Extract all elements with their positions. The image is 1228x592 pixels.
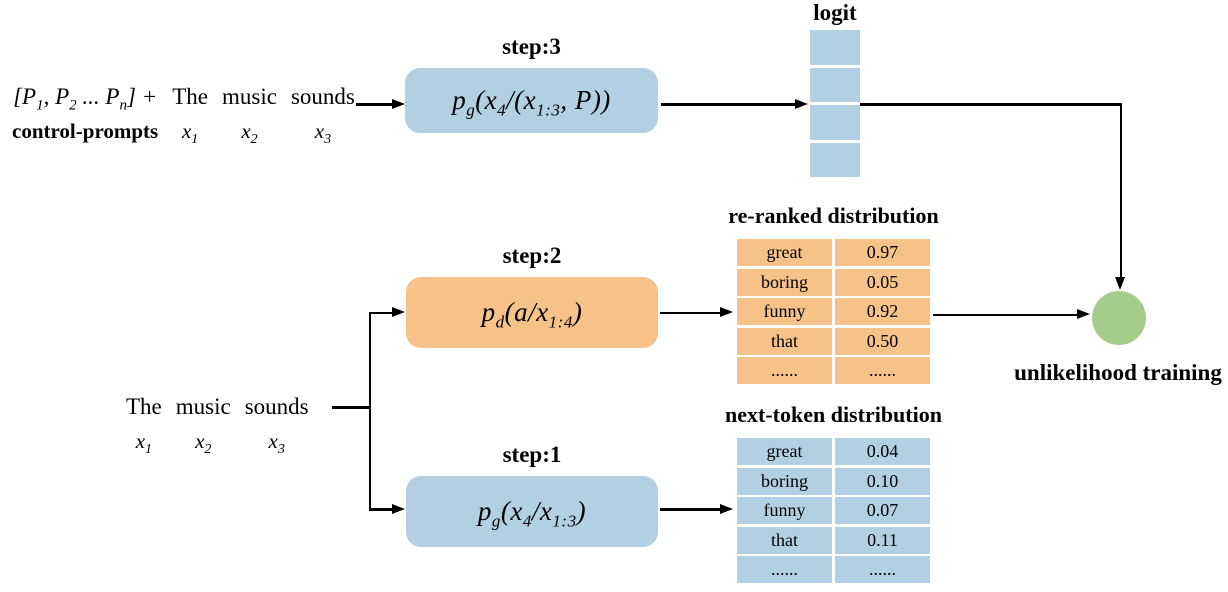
connector-branch-to-step2 <box>368 311 394 314</box>
arrowhead-step2-to-reranked <box>720 307 733 317</box>
logit-label: logit <box>813 0 857 25</box>
word-sounds: sounds <box>290 84 355 109</box>
table-cell-value: 0.10 <box>835 467 930 495</box>
table-cell-value: 0.07 <box>835 497 930 524</box>
word-music: music <box>175 394 231 419</box>
table-cell-value: 0.04 <box>835 438 930 465</box>
arrowhead-branch-to-step1 <box>392 503 405 514</box>
table-cell-value: 0.11 <box>835 526 930 554</box>
table-cell-token: that <box>737 526 832 554</box>
table-cell-value: ...... <box>835 556 930 583</box>
step3-label: step:3 <box>502 34 561 59</box>
connector-step3-to-logit <box>661 103 796 106</box>
unlikelihood-training-node <box>1092 291 1146 345</box>
step2-box: pd(a/x1:4) <box>406 277 658 348</box>
word-music: music <box>222 84 277 109</box>
word-sounds: sounds <box>244 394 309 419</box>
table-cell-token: that <box>737 327 832 355</box>
step1-label: step:1 <box>502 442 562 467</box>
logit-cell <box>810 30 860 65</box>
table-cell-token: funny <box>737 298 832 325</box>
step3-box: pg(x4/(x1:3, P)) <box>405 68 658 133</box>
step3-formula: pg(x4/(x1:3, P)) <box>452 85 611 120</box>
table-cell-token: great <box>737 438 832 465</box>
reranked-table: great 0.97 boring 0.05 funny 0.92 that 0… <box>737 239 930 384</box>
step1-formula: pg(x4/x1:3) <box>477 496 587 531</box>
control-prompt-sequence: [P1, P2 ... Pn] + <box>13 84 158 114</box>
arrowhead-step3-to-logit <box>795 98 808 109</box>
top-input-block: [P1, P2 ... Pn] + The music sounds contr… <box>12 84 355 148</box>
token-x2: x2 <box>241 119 258 148</box>
arrowhead-input-to-step3 <box>392 98 405 109</box>
control-prompts-label: control-prompts <box>12 119 159 143</box>
logit-cell <box>810 142 860 177</box>
table-cell-value: 0.92 <box>835 298 930 325</box>
nexttoken-title: next-token distribution <box>725 402 942 427</box>
connector-input-to-branch <box>332 406 371 409</box>
table-cell-token: ...... <box>737 357 832 384</box>
branch-vertical-line <box>368 311 371 511</box>
token-x1: x1 <box>135 429 153 458</box>
connector-step2-to-reranked <box>660 311 721 314</box>
arrowhead-step1-to-nexttoken <box>720 503 733 514</box>
logit-cell <box>810 105 860 140</box>
logit-cell <box>810 67 860 102</box>
token-x1: x1 <box>181 119 199 148</box>
connector-step1-to-nexttoken <box>660 508 721 511</box>
connector-reranked-to-training <box>933 313 1078 316</box>
nexttoken-table: great 0.04 boring 0.10 funny 0.07 that 0… <box>737 438 930 583</box>
arrowhead-branch-to-step2 <box>392 307 405 317</box>
connector-logit-to-training-horizontal <box>860 103 1122 106</box>
unlikelihood-training-label: unlikelihood training <box>1014 360 1222 385</box>
table-cell-value: ...... <box>835 357 930 384</box>
token-x3: x3 <box>268 429 285 458</box>
table-cell-token: funny <box>737 497 832 524</box>
connector-input-to-step3 <box>356 103 393 106</box>
token-x3: x3 <box>314 119 332 148</box>
step2-label: step:2 <box>502 243 562 268</box>
connector-logit-to-training-vertical <box>1119 103 1122 278</box>
word-the: The <box>126 394 162 419</box>
step2-formula: pd(a/x1:4) <box>481 297 583 332</box>
table-cell-token: boring <box>737 268 832 296</box>
word-the: The <box>172 84 208 109</box>
arrowhead-reranked-to-training <box>1077 309 1090 319</box>
table-cell-token: boring <box>737 467 832 495</box>
table-cell-token: great <box>737 239 832 266</box>
reranked-title: re-ranked distribution <box>728 203 939 228</box>
connector-branch-to-step1 <box>368 508 394 511</box>
table-cell-value: 0.50 <box>835 327 930 355</box>
table-cell-value: 0.97 <box>835 239 930 266</box>
bottom-input-block: The music sounds x1 x2 x3 <box>126 394 309 458</box>
table-cell-token: ...... <box>737 556 832 583</box>
arrowhead-logit-to-training <box>1115 277 1125 290</box>
step1-box: pg(x4/x1:3) <box>406 476 658 547</box>
token-x2: x2 <box>195 429 212 458</box>
logit-column <box>810 30 860 177</box>
table-cell-value: 0.05 <box>835 268 930 296</box>
